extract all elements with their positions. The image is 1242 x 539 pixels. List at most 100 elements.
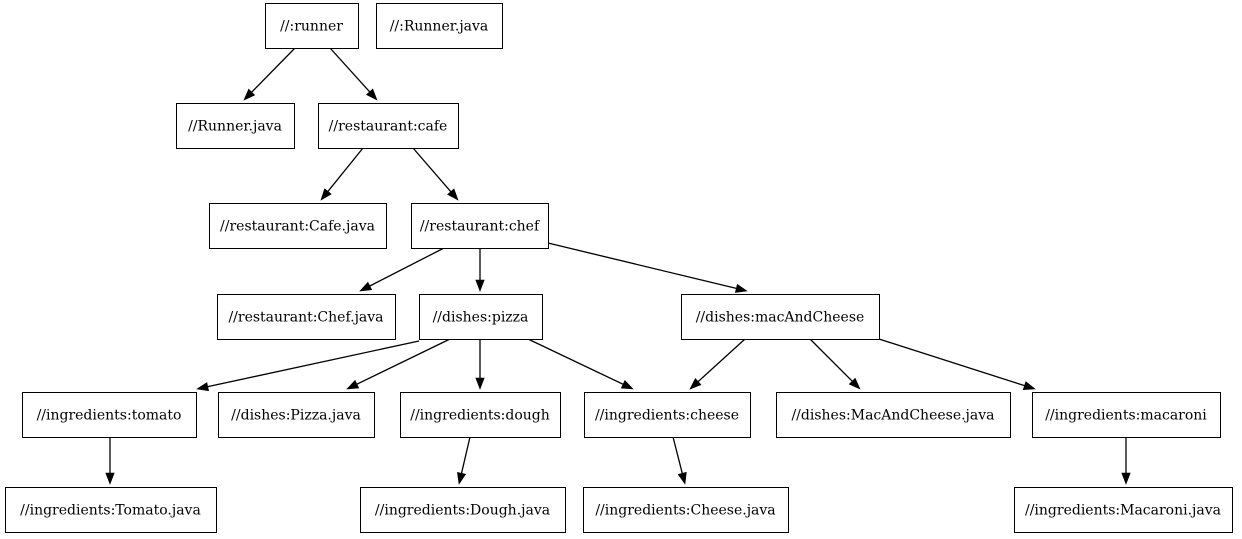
node-box[interactable]: [176, 103, 295, 149]
node-box[interactable]: [411, 203, 549, 249]
node-label: //dishes:macAndCheese: [696, 310, 865, 326]
edge-line: [327, 147, 364, 192]
graph-node-restaurant_cafe_java[interactable]: //restaurant:Cafe.java: [209, 203, 387, 249]
graph-edge: [689, 338, 746, 390]
edge-arrowhead-icon: [457, 471, 467, 485]
edge-arrowhead-icon: [1121, 472, 1131, 485]
graph-node-ing_macaroni[interactable]: //ingredients:macaroni: [1032, 392, 1221, 438]
node-box[interactable]: [776, 392, 1011, 438]
graph-node-dishes_macandcheese[interactable]: //dishes:macAndCheese: [681, 294, 880, 340]
graph-edge: [346, 338, 451, 390]
node-label: //restaurant:chef: [420, 219, 541, 235]
graph-node-ing_macaroni_java[interactable]: //ingredients:Macaroni.java: [1014, 487, 1233, 533]
node-label: //restaurant:cafe: [329, 119, 448, 135]
node-box[interactable]: [583, 487, 789, 533]
edge-line: [207, 340, 420, 388]
edge-arrowhead-icon: [1022, 381, 1036, 390]
node-label: //dishes:MacAndCheese.java: [791, 408, 994, 424]
graph-node-dishes_pizza[interactable]: //dishes:pizza: [419, 294, 543, 340]
edge-line: [527, 338, 624, 385]
node-label: //:Runner.java: [390, 19, 489, 35]
graph-node-ing_dough_java[interactable]: //ingredients:Dough.java: [360, 487, 566, 533]
node-box[interactable]: [681, 294, 880, 340]
node-box[interactable]: [217, 294, 396, 340]
nodes-layer: //:runner //:Runner.java //Runner.java //re…: [5, 3, 1233, 533]
node-box[interactable]: [22, 392, 197, 438]
edge-line: [460, 436, 471, 474]
graph-node-dishes_pizza_java[interactable]: //dishes:Pizza.java: [218, 392, 375, 438]
node-label: //restaurant:Chef.java: [228, 310, 383, 326]
edge-arrowhead-icon: [734, 283, 748, 293]
edge-line: [672, 436, 683, 474]
edge-arrowhead-icon: [447, 188, 459, 201]
edge-line: [356, 338, 451, 385]
graph-node-ing_tomato_java[interactable]: //ingredients:Tomato.java: [5, 487, 217, 533]
graph-edge: [329, 47, 378, 101]
graph-edge: [475, 248, 485, 292]
node-box[interactable]: [1032, 392, 1221, 438]
edges-layer: [105, 47, 1131, 485]
node-box[interactable]: [400, 392, 561, 438]
node-label: //Runner.java: [188, 119, 282, 135]
graph-node-ing_tomato[interactable]: //ingredients:tomato: [22, 392, 197, 438]
edge-arrowhead-icon: [320, 188, 332, 201]
node-label: //ingredients:macaroni: [1045, 408, 1207, 424]
graph-edge: [878, 338, 1036, 390]
node-label: //ingredients:Cheese.java: [595, 503, 775, 519]
edge-arrowhead-icon: [848, 377, 861, 390]
graph-edge: [243, 47, 296, 101]
graph-edge: [359, 247, 445, 292]
node-box[interactable]: [318, 103, 459, 149]
graph-edge: [809, 338, 861, 390]
edge-arrowhead-icon: [243, 88, 256, 101]
node-box[interactable]: [419, 294, 543, 340]
graph-node-ing_cheese_java[interactable]: //ingredients:Cheese.java: [583, 487, 789, 533]
graph-node-restaurant_chef_java[interactable]: //restaurant:Chef.java: [217, 294, 396, 340]
graph-node-dishes_mac_java[interactable]: //dishes:MacAndCheese.java: [776, 392, 1011, 438]
edge-arrowhead-icon: [346, 379, 360, 390]
graph-node-runner_java[interactable]: //Runner.java: [176, 103, 295, 149]
node-box[interactable]: [265, 3, 359, 49]
edge-arrowhead-icon: [677, 471, 687, 485]
edge-arrowhead-icon: [196, 382, 210, 392]
edge-line: [412, 147, 452, 193]
node-label: //restaurant:Cafe.java: [220, 219, 375, 235]
node-label: //ingredients:Tomato.java: [20, 503, 201, 519]
graph-edge: [412, 147, 459, 201]
node-box[interactable]: [360, 487, 566, 533]
node-box[interactable]: [1014, 487, 1233, 533]
graph-edge: [527, 338, 634, 390]
node-box[interactable]: [209, 203, 387, 249]
node-box[interactable]: [218, 392, 375, 438]
node-label: //:runner: [280, 19, 343, 35]
node-label: //dishes:Pizza.java: [231, 408, 361, 424]
node-label: //ingredients:tomato: [37, 408, 182, 424]
edge-arrowhead-icon: [105, 472, 115, 485]
edge-arrowhead-icon: [475, 279, 485, 292]
node-box[interactable]: [376, 3, 503, 49]
graph-node-ing_dough[interactable]: //ingredients:dough: [400, 392, 561, 438]
edge-line: [697, 338, 746, 383]
graph-edge: [475, 339, 485, 390]
graph-node-restaurant_cafe[interactable]: //restaurant:cafe: [318, 103, 459, 149]
graph-node-ing_cheese[interactable]: //ingredients:cheese: [584, 392, 751, 438]
node-box[interactable]: [5, 487, 217, 533]
node-label: //ingredients:dough: [410, 408, 550, 424]
graph-node-restaurant_chef[interactable]: //restaurant:chef: [411, 203, 549, 249]
node-label: //ingredients:Dough.java: [375, 503, 550, 519]
node-box[interactable]: [584, 392, 751, 438]
edge-line: [809, 338, 853, 382]
graph-edge: [672, 436, 687, 485]
edge-line: [878, 338, 1025, 387]
graph-node-runner[interactable]: //:runner: [265, 3, 359, 49]
graph-edge: [1121, 437, 1131, 485]
graph-edge: [105, 437, 115, 485]
graph-edge: [457, 436, 471, 485]
edge-arrowhead-icon: [620, 379, 634, 390]
graph-edge: [547, 242, 748, 293]
edge-line: [547, 242, 737, 290]
graph-edge: [196, 340, 420, 392]
graph-node-runner_java_root[interactable]: //:Runner.java: [376, 3, 503, 49]
